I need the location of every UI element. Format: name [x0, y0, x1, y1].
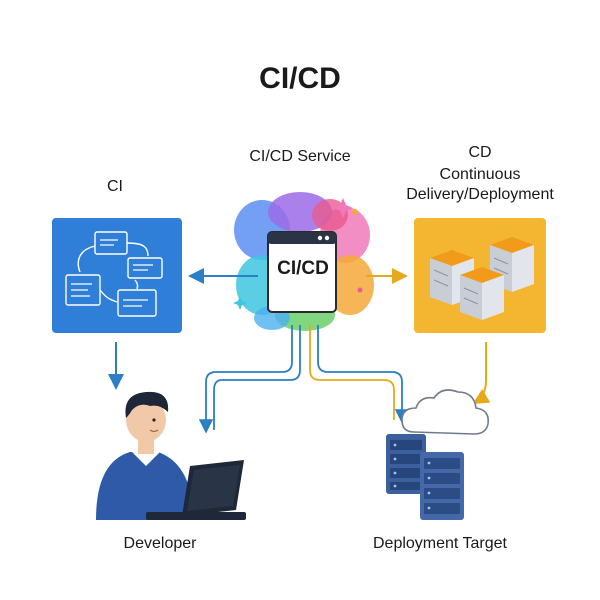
cd-label: CD [468, 144, 492, 161]
line-service-to-developer-2 [213, 325, 301, 430]
cd-label-continuous: Continuous [439, 166, 521, 183]
service-chip-text: CI/CD [277, 258, 329, 279]
deployment-server-rack-2 [420, 452, 464, 520]
arrow-service-to-developer [198, 325, 293, 434]
diagram-title: CI/CD [259, 62, 341, 95]
arrow-service-to-deployment [317, 325, 410, 424]
cd-panel [414, 218, 546, 333]
service-label: CI/CD Service [249, 148, 351, 165]
cicd-chip [267, 231, 337, 313]
deployment-target-label: Deployment Target [373, 535, 507, 552]
deployment-server-rack-1 [386, 434, 426, 494]
cd-label-delivery-deployment: Delivery/Deployment [406, 186, 554, 203]
arrow-cd-to-cloud [472, 342, 491, 405]
ci-panel [52, 218, 182, 333]
cloud-icon [401, 389, 490, 435]
ci-label: CI [107, 178, 123, 195]
developer-illustration [96, 391, 246, 520]
cd-server-3 [460, 267, 504, 320]
developer-label: Developer [123, 535, 197, 552]
cd-server-2 [490, 237, 534, 292]
line-service-to-deployment [309, 325, 395, 420]
